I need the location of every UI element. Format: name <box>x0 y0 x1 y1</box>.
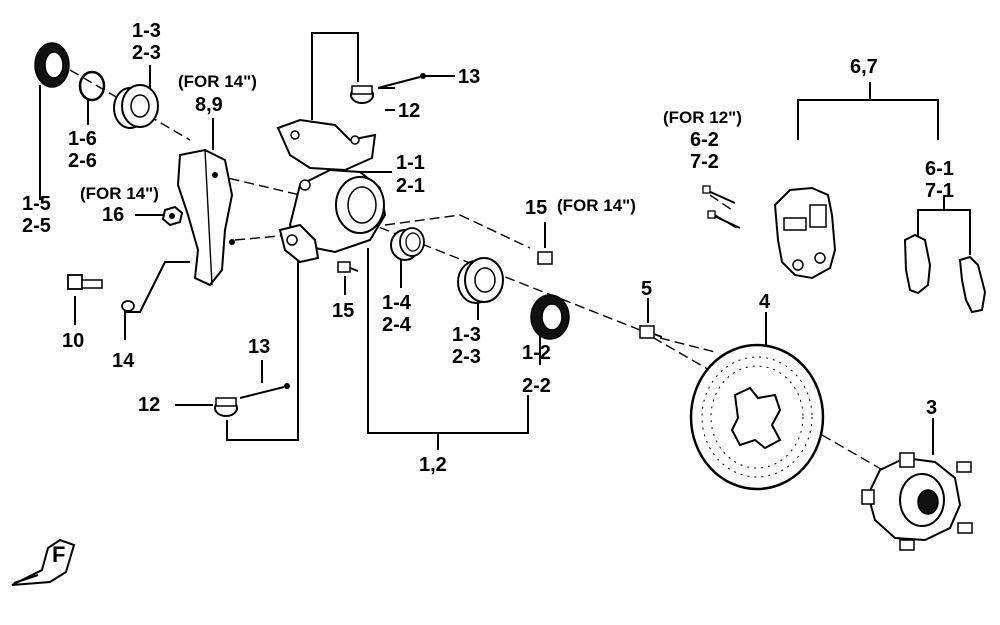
castle-nut-12-low <box>214 397 238 417</box>
label-13-top: 13 <box>458 66 481 88</box>
label-5: 5 <box>641 278 653 300</box>
brake-pads-6-1 <box>903 233 987 314</box>
label-6-2: 6-2 <box>690 129 719 151</box>
label-2-3-low: 2-3 <box>452 346 481 368</box>
label-for-14-b: (FOR 14") <box>80 184 159 203</box>
label-10: 10 <box>62 330 85 352</box>
label-1-6: 1-6 <box>68 128 97 150</box>
label-1-2: 1-2 <box>522 342 551 364</box>
washer-14 <box>121 300 135 312</box>
label-7-1: 7-1 <box>925 180 954 202</box>
label-8-9: 8,9 <box>195 94 223 116</box>
wheel-hub-3 <box>861 452 973 551</box>
label-1-5: 1-5 <box>22 193 51 215</box>
label-for-12: (FOR 12") <box>663 108 742 127</box>
label-1-3-low: 1-3 <box>452 324 481 346</box>
label-15-right: 15 <box>525 197 548 219</box>
oil-seal-1-2 <box>530 294 570 340</box>
label-4: 4 <box>759 291 771 313</box>
bolt-15-right <box>537 251 553 265</box>
nut-16 <box>161 205 184 227</box>
label-2-1: 2-1 <box>396 175 425 197</box>
label-2-2: 2-2 <box>522 375 551 397</box>
label-6-7: 6,7 <box>850 56 878 78</box>
bolt-15-low <box>337 261 359 273</box>
label-1-4: 1-4 <box>382 292 411 314</box>
orientation-mark <box>11 538 76 586</box>
label-15-low: 15 <box>332 300 355 322</box>
brake-disc-4 <box>689 343 825 491</box>
label-13-low: 13 <box>248 336 271 358</box>
label-16: 16 <box>102 204 125 226</box>
brake-caliper-6-7 <box>773 186 837 280</box>
label-2-4: 2-4 <box>382 314 411 336</box>
bearing-1-3-top <box>113 84 159 129</box>
label-3: 3 <box>926 397 938 419</box>
label-for-14-c: (FOR 14") <box>557 196 636 215</box>
castle-nut-12-top <box>350 85 374 104</box>
cotter-pin-13-top <box>377 73 426 89</box>
steering-knuckle-1-1 <box>276 118 387 264</box>
label-for-14-a: (FOR 14") <box>178 72 257 91</box>
bolt-10 <box>67 274 103 290</box>
pins-6-2-7-2 <box>702 185 741 229</box>
label-2-5: 2-5 <box>22 215 51 237</box>
circlip-1-6 <box>78 70 106 102</box>
label-1-3-top: 1-3 <box>132 20 161 42</box>
bolt-5 <box>639 325 663 339</box>
label-1-1: 1-1 <box>396 152 425 174</box>
label-2-6: 2-6 <box>68 150 97 172</box>
label-14: 14 <box>112 350 135 372</box>
bearing-1-3-low <box>457 257 504 304</box>
spacer-1-4 <box>390 227 425 261</box>
oil-seal-1-5 <box>34 42 70 88</box>
label-12-top: 12 <box>398 100 421 122</box>
cotter-pin-13-low <box>239 383 290 399</box>
label-12-low: 12 <box>138 394 161 416</box>
orientation-letter: F <box>52 542 66 567</box>
caliper-bracket-8-9 <box>176 148 235 287</box>
label-7-2: 7-2 <box>690 151 719 173</box>
label-1-2-assembly: 1,2 <box>419 454 447 476</box>
label-2-3-top: 2-3 <box>132 42 161 64</box>
label-6-1: 6-1 <box>925 158 954 180</box>
